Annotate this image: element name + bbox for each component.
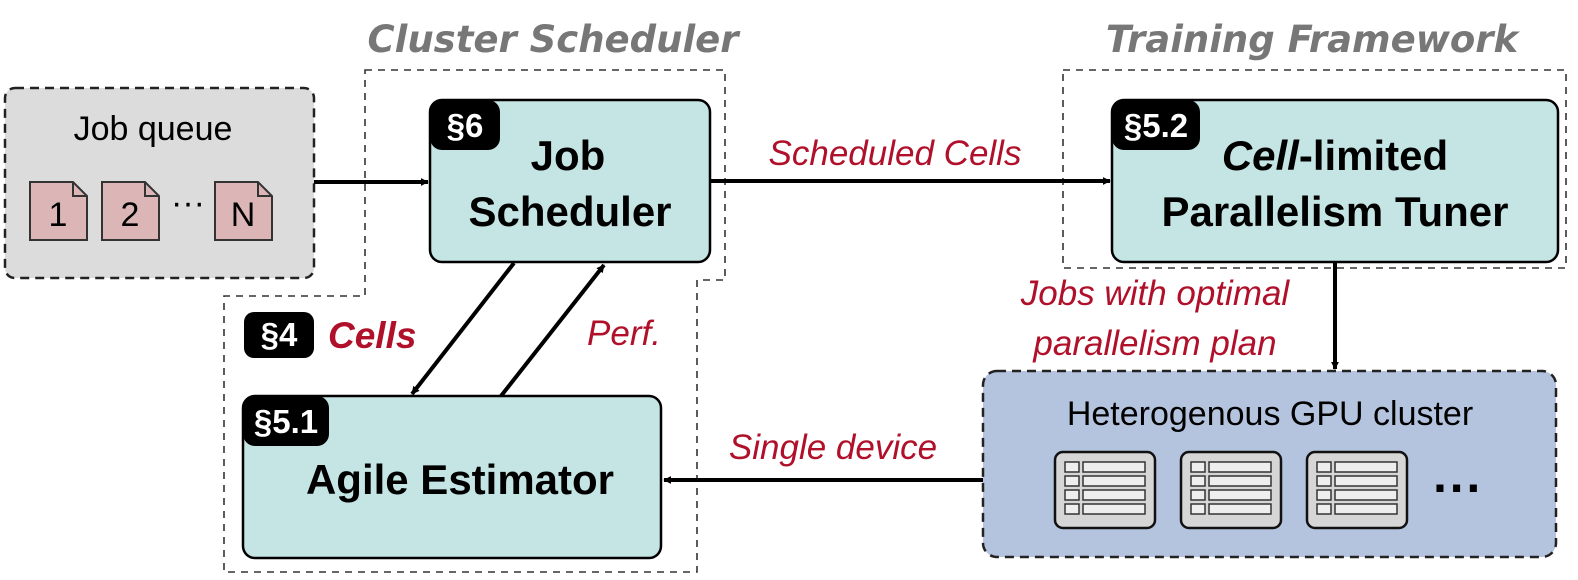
agile-estimator-box: §5.1 Agile Estimator [241,394,663,560]
tuner-title-line1: Cell-limited [1222,132,1448,179]
estimator-title: Agile Estimator [306,456,614,503]
svg-text:§5.2: §5.2 [1124,107,1188,144]
parallelism-tuner-box: §5.2 Cell-limited Parallelism Tuner [1110,98,1560,264]
job-scheduler-badge [430,100,500,150]
job-queue-ellipsis: ··· [171,184,205,222]
training-framework-title: Training Framework [1106,18,1521,61]
gpu-server-icon [1053,450,1157,530]
svg-text:§6: §6 [447,107,484,144]
cells-label: §4 Cells [244,312,416,358]
tuner-badge [1112,100,1200,150]
cluster-scheduler-title: Cluster Scheduler [368,18,742,61]
cells-badge [244,312,314,358]
gpu-server-icon [1305,450,1409,530]
jobs-plan-label-line2: parallelism plan [1032,324,1276,363]
gpu-cluster-box: Heterogenous GPU cluster ··· [981,369,1558,559]
job-document-1: 1 [29,181,88,241]
perf-label: Perf. [587,314,661,353]
scheduled-cells-label: Scheduled Cells [769,134,1022,173]
training-framework-group [1062,69,1567,269]
estimator-badge [243,396,329,446]
jobs-plan-label-line1: Jobs with optimal [1020,274,1291,313]
gpu-server-icon [1179,450,1283,530]
tuner-title-line2: Parallelism Tuner [1161,188,1508,235]
svg-text:§5.1: §5.1 [254,403,318,440]
estimator-to-scheduler-arrow [499,263,606,398]
job-queue-label: Job queue [74,110,233,148]
svg-text:§4: §4 [261,316,298,353]
svg-text:N: N [231,196,256,234]
job-scheduler-title-line1: Job [531,132,606,179]
scheduler-to-estimator-arrow [410,261,516,396]
job-scheduler-box: §6 Job Scheduler [428,98,712,264]
svg-text:2: 2 [121,196,140,234]
gpu-cluster-label: Heterogenous GPU cluster [1067,395,1473,433]
gpu-cluster-ellipsis: ··· [1433,460,1483,516]
job-queue: Job queue 1 2 ··· N [3,86,316,280]
cells-text: Cells [328,315,416,356]
svg-text:1: 1 [49,196,68,234]
single-device-label: Single device [729,428,937,467]
cluster-scheduler-group [223,69,726,573]
job-document-n: N [214,181,273,241]
job-scheduler-title-line2: Scheduler [468,188,671,235]
job-document-2: 2 [101,181,160,241]
